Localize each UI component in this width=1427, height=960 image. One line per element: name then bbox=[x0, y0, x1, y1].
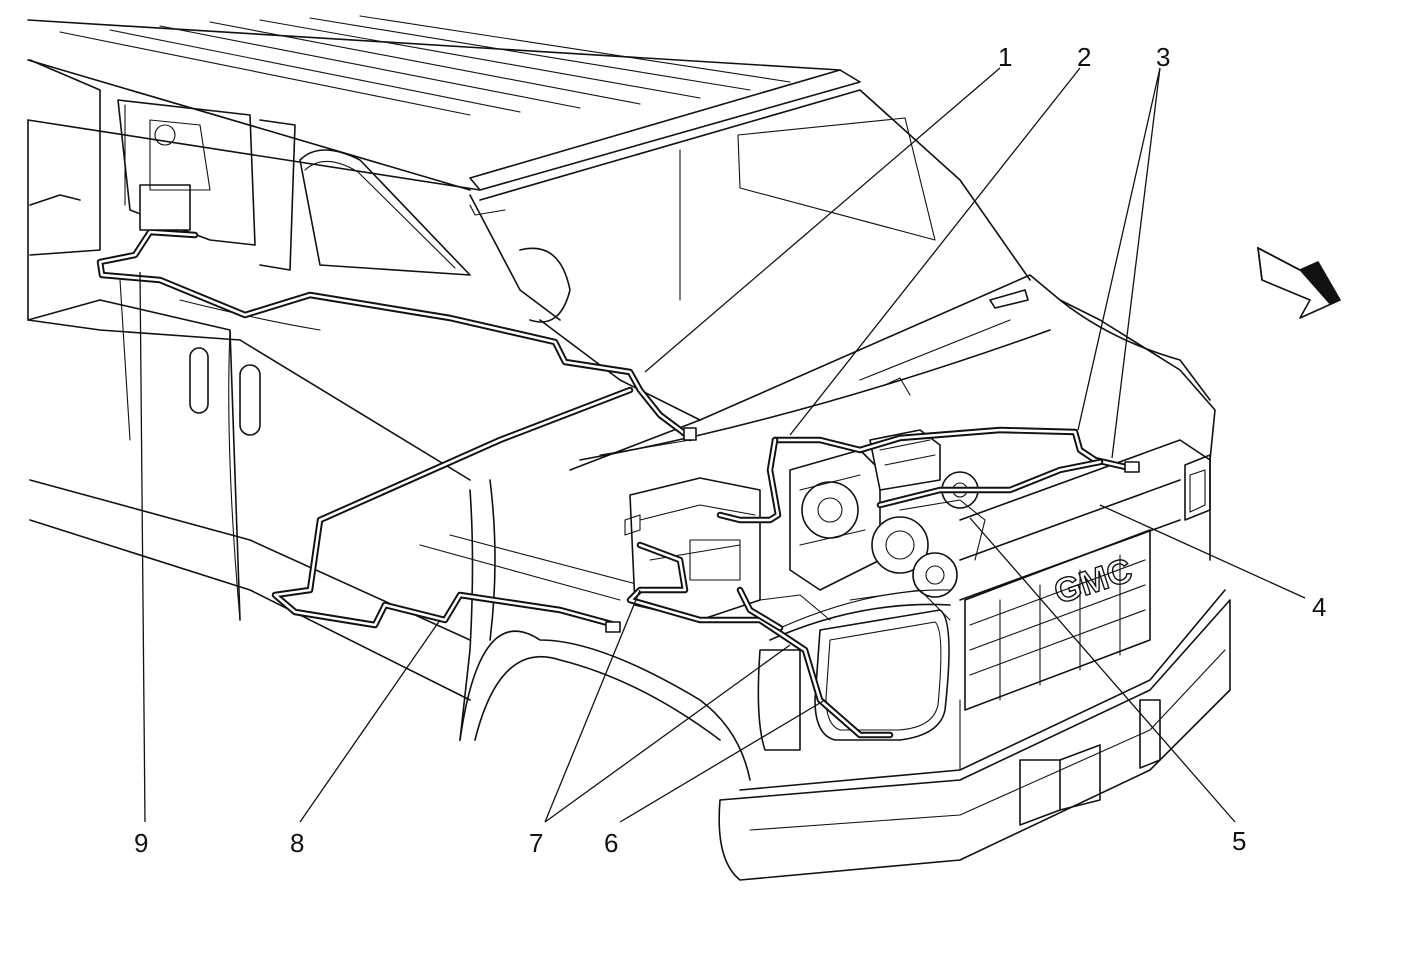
roof bbox=[27, 15, 861, 191]
engine-components bbox=[624, 429, 986, 641]
callout-labels: 1 2 3 4 5 6 7 8 9 bbox=[134, 42, 1326, 858]
windshield bbox=[469, 89, 1031, 321]
callout-5: 5 bbox=[1232, 826, 1246, 856]
callout-4: 4 bbox=[1312, 592, 1326, 622]
callout-2: 2 bbox=[1077, 42, 1091, 72]
front-fender bbox=[419, 319, 751, 781]
refrigerant-lines bbox=[96, 119, 1140, 739]
hood bbox=[569, 274, 1216, 471]
callout-1: 1 bbox=[998, 42, 1012, 72]
callout-8: 8 bbox=[290, 828, 304, 858]
leader-lines bbox=[139, 67, 1306, 823]
callout-7: 7 bbox=[529, 828, 543, 858]
side-body bbox=[27, 59, 571, 701]
main-line bbox=[96, 228, 694, 442]
callout-9: 9 bbox=[134, 828, 148, 858]
forward-arrow-icon bbox=[1257, 246, 1341, 319]
callout-3: 3 bbox=[1156, 42, 1170, 72]
grille-emblem: GMC bbox=[1050, 551, 1137, 612]
side-line bbox=[271, 386, 634, 629]
callout-6: 6 bbox=[604, 828, 618, 858]
